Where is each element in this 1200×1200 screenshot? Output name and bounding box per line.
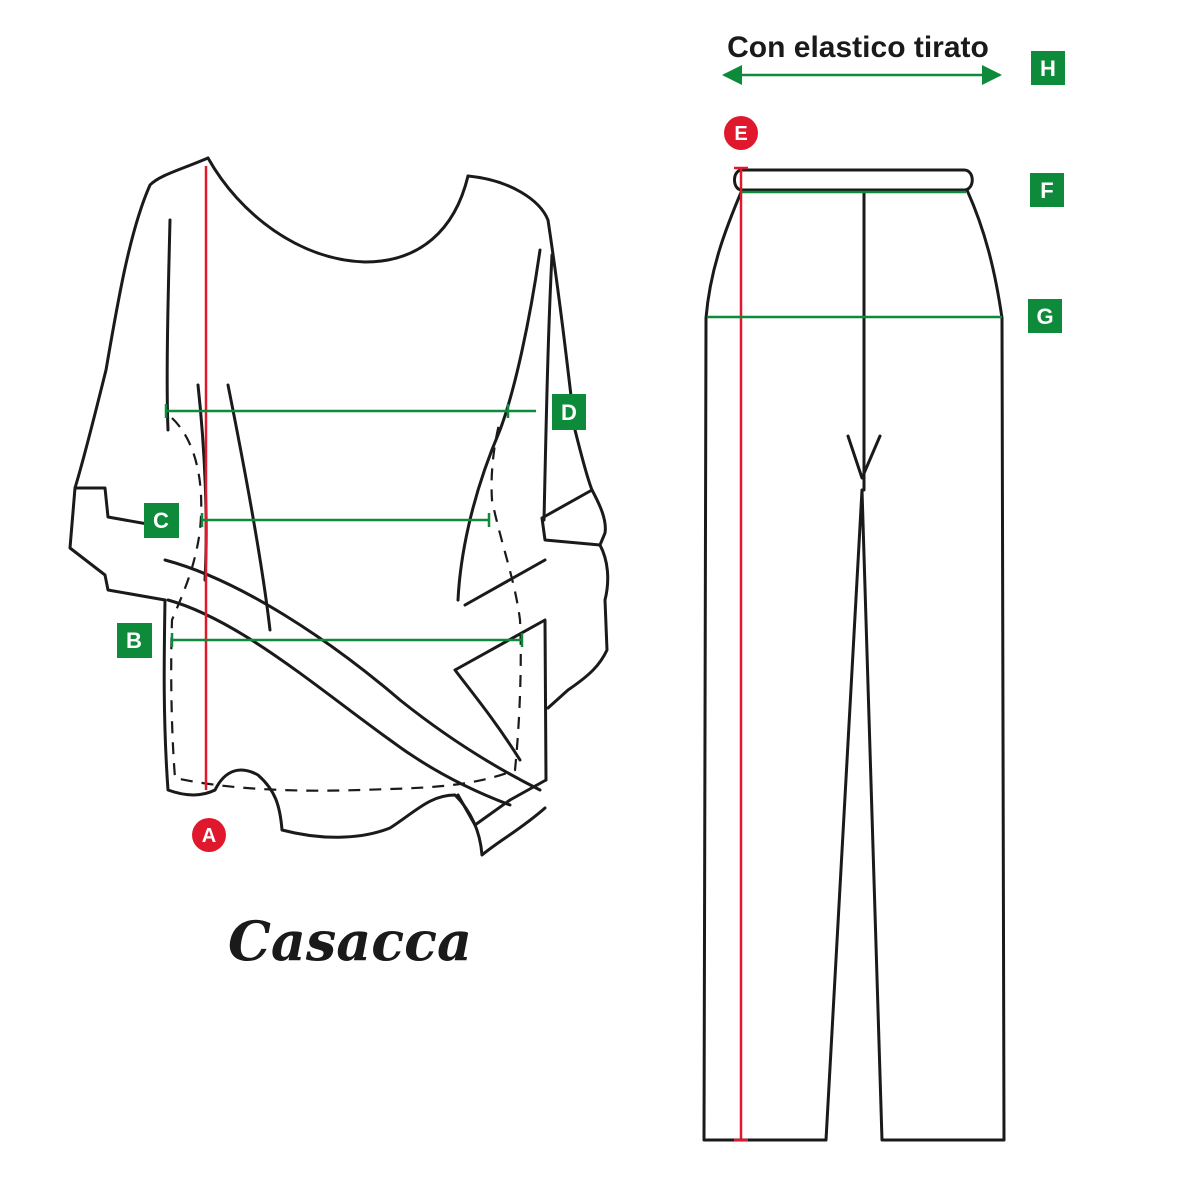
tunic-left-sleeve-cuff bbox=[68, 486, 172, 602]
trousers-waistband bbox=[733, 168, 974, 192]
garment-title: Casacca bbox=[228, 909, 472, 973]
elastic-note: Con elastico tirato bbox=[727, 31, 989, 64]
tunic-right-shoulder bbox=[466, 174, 594, 492]
trousers-drawing bbox=[702, 168, 1006, 1142]
svg-text:F: F bbox=[1040, 178, 1053, 203]
tunic-right-sleeve-cuff bbox=[546, 488, 610, 710]
tunic-wrap-right bbox=[453, 558, 548, 782]
marker-d: D bbox=[552, 394, 586, 430]
tunic-measurements bbox=[164, 166, 536, 790]
tunic-hem bbox=[213, 768, 547, 857]
svg-text:C: C bbox=[153, 508, 169, 533]
trousers-outline bbox=[702, 188, 1006, 1142]
svg-text:D: D bbox=[561, 400, 577, 425]
svg-text:G: G bbox=[1036, 304, 1053, 329]
marker-a: A bbox=[192, 818, 226, 852]
tunic-drape-right bbox=[456, 248, 554, 602]
svg-text:E: E bbox=[734, 123, 747, 145]
tunic-wrap-band bbox=[163, 558, 542, 807]
marker-g: G bbox=[1028, 299, 1062, 333]
marker-f: F bbox=[1030, 173, 1064, 207]
tunic-right-sleeve-band bbox=[540, 488, 602, 547]
marker-h: H bbox=[1031, 51, 1065, 85]
marker-c: C bbox=[144, 503, 179, 538]
measure-ticks-tunic bbox=[164, 404, 524, 647]
tunic-left-shoulder bbox=[73, 156, 210, 490]
measure-ticks-e bbox=[734, 166, 748, 1142]
marker-e: E bbox=[724, 116, 758, 150]
trousers-measurements bbox=[707, 65, 1002, 1142]
trousers-center-seam bbox=[846, 190, 882, 492]
tunic-neckline bbox=[206, 156, 470, 264]
marker-b: B bbox=[117, 623, 152, 658]
tunic-hem-tail bbox=[456, 778, 548, 827]
tunic-left-side bbox=[162, 598, 217, 797]
svg-text:H: H bbox=[1040, 56, 1056, 81]
svg-text:B: B bbox=[126, 628, 142, 653]
tunic-inner-dashed bbox=[170, 417, 522, 792]
svg-text:A: A bbox=[202, 825, 216, 847]
tunic-drawing bbox=[68, 156, 610, 857]
